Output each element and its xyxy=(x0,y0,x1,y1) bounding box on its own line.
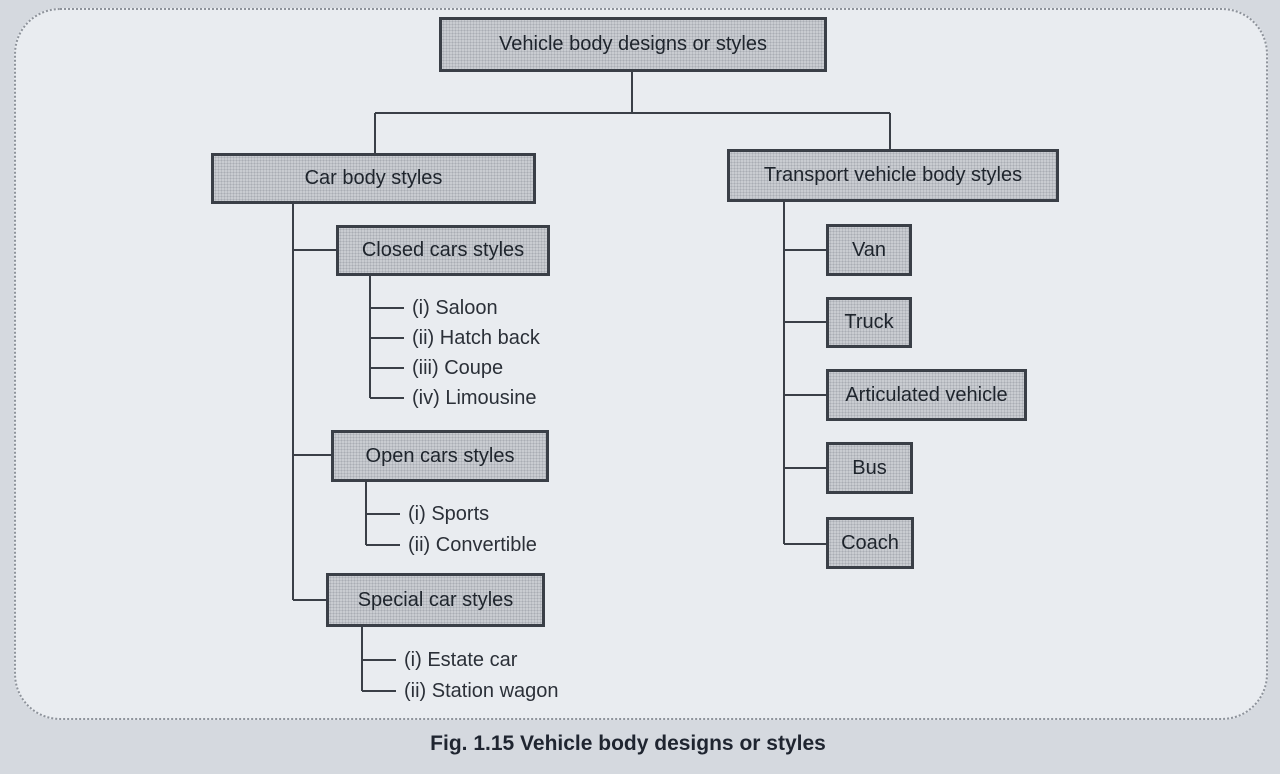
closed-item-saloon: (i) Saloon xyxy=(412,297,498,319)
special-item-station-wagon: (ii) Station wagon xyxy=(404,680,559,702)
closed-item-coupe: (iii) Coupe xyxy=(412,357,504,379)
open-item-sports: (i) Sports xyxy=(408,503,490,525)
figure-caption: Fig. 1.15 Vehicle body designs or styles xyxy=(430,732,826,755)
transport-body-styles-node: Transport vehicle body styles xyxy=(727,149,1059,202)
open-item-convertible: (ii) Convertible xyxy=(408,534,537,556)
special-item-estate-car: (i) Estate car xyxy=(404,649,518,671)
transport-item-bus: Bus xyxy=(826,442,913,494)
car-body-styles-node: Car body styles xyxy=(211,153,536,204)
closed-cars-node: Closed cars styles xyxy=(336,225,550,276)
figure-frame xyxy=(14,8,1268,720)
open-cars-node: Open cars styles xyxy=(331,430,549,482)
closed-item-hatch-back: (ii) Hatch back xyxy=(412,327,540,349)
transport-item-truck: Truck xyxy=(826,297,912,348)
transport-item-coach: Coach xyxy=(826,517,914,569)
special-cars-node: Special car styles xyxy=(326,573,545,627)
closed-item-limousine: (iv) Limousine xyxy=(412,387,537,409)
transport-item-van: Van xyxy=(826,224,912,276)
root-node: Vehicle body designs or styles xyxy=(439,17,827,72)
transport-item-articulated-vehicle: Articulated vehicle xyxy=(826,369,1027,421)
